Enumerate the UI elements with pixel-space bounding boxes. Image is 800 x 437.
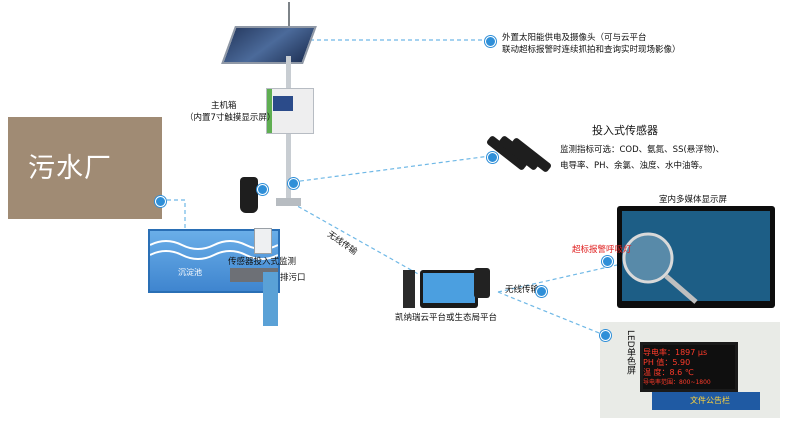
main-control-box: [266, 88, 314, 134]
link-sensor: [292, 155, 491, 183]
outlet-pipe-vertical: [263, 272, 278, 326]
led-screen: 导电率：1897 μs PH 值：5.90 温 度：8.6 ℃ 导电率范围：80…: [643, 345, 735, 389]
notice-board: 文件公告栏: [652, 392, 760, 410]
tank-label: 沉淀池: [178, 268, 202, 277]
sensor-title: 投入式传感器: [592, 124, 658, 137]
led-row: 导电率：1897 μs: [643, 348, 708, 357]
mainbox-caption-line1: 主机箱: [211, 101, 237, 111]
led-dot: [600, 330, 611, 341]
smartphone: [474, 268, 490, 298]
box-touchscreen: [273, 96, 293, 111]
plant-dot: [155, 196, 166, 207]
led-row: 导电率范围：800~1800: [643, 379, 711, 386]
led-row: 温 度：8.6 ℃: [643, 368, 694, 377]
link-cloud-monitor: [497, 264, 618, 293]
pole-sensor-dot: [288, 178, 299, 189]
cloud-caption: 凯纳瑞云平台或生态局平台: [395, 313, 498, 323]
indoor-display-title: 室内多媒体显示屏: [659, 195, 728, 205]
solar-caption-line1: 外置太阳能供电及摄像头（可与云平台: [502, 33, 647, 43]
link-pole-cloud: [291, 202, 421, 276]
link-plant-tank: [160, 199, 186, 229]
plant-label: 污水厂: [28, 153, 112, 184]
solar-panel: [221, 26, 317, 64]
indoor-display-monitor: [617, 206, 775, 308]
sewage-plant-block: 污水厂: [8, 117, 162, 219]
pc-tower: [403, 270, 415, 308]
sensor-dot: [487, 152, 498, 163]
led-row: PH 值：5.90: [643, 358, 691, 367]
pc-screen: [423, 273, 475, 303]
sensor-monitor-label: 传感器投入式监测: [228, 257, 297, 267]
magnifier-icon: [622, 232, 698, 304]
led-display: 导电率：1897 μs PH 值：5.90 温 度：8.6 ℃ 导电率范围：80…: [640, 342, 738, 392]
led-label: LED单色屏: [625, 330, 635, 375]
alarm-label: 超标报警呼吸灯: [572, 245, 632, 255]
solar-caption-line2: 联动超标报警时连续抓拍和查询实时现场影像）: [502, 45, 681, 55]
solar-dot: [485, 36, 496, 47]
box-stripe: [267, 89, 272, 133]
probe-dot: [257, 184, 268, 195]
pole-base: [276, 198, 301, 206]
notice-board-label: 文件公告栏: [690, 396, 730, 405]
immersion-sensor-probe: [240, 177, 258, 213]
cloud-dot: [536, 286, 547, 297]
wireless-label-2: 无线传输: [505, 285, 540, 295]
sensor-line2: 电导率、PH、余氯、浊度、水中油等。: [560, 161, 708, 171]
tank-sensor-unit: [254, 228, 272, 254]
sensor-line1: 监测指标可选：COD、氨氮、SS(悬浮物)、: [560, 145, 725, 155]
link-cloud-led: [497, 291, 605, 336]
outlet-label: 排污口: [280, 273, 306, 283]
pc-monitor: [420, 270, 478, 308]
indoor-display-screen: [622, 211, 770, 301]
monitor-dot: [602, 256, 613, 267]
mainbox-caption-line2: （内置7寸触摸显示屏）: [185, 113, 276, 123]
sensor-probes-image: [487, 136, 551, 172]
